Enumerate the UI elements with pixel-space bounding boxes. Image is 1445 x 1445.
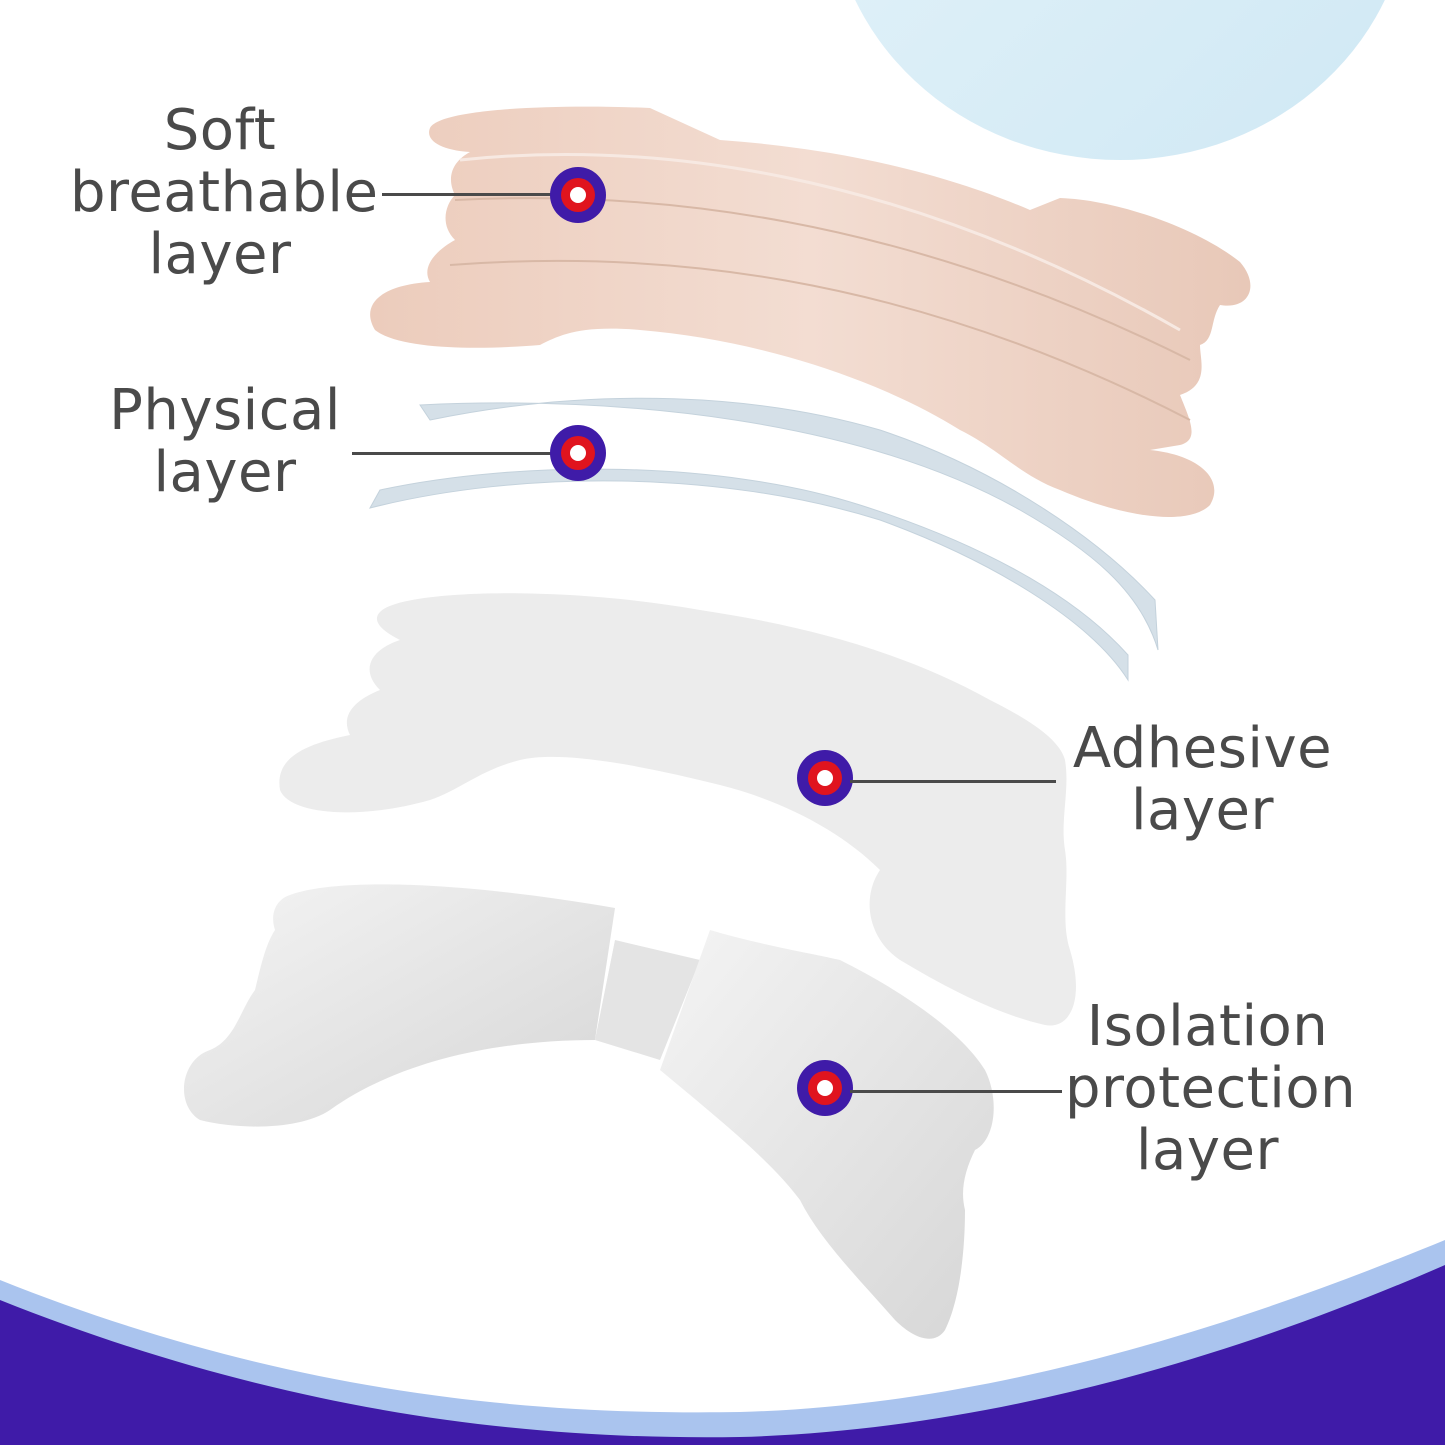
physical-layer-shape-top [419, 397, 1159, 651]
label-adhesive-layer: Adhesive layer [1072, 716, 1333, 843]
label-soft-breathable-layer: Soft breathable layer [70, 98, 379, 287]
target-marker-icon [797, 1060, 853, 1116]
isolation-layer-left [183, 884, 615, 1127]
footer-band [0, 1265, 1445, 1445]
physical-layer-shape-bottom [369, 468, 1129, 682]
isolation-layer-center [595, 940, 700, 1060]
decorative-circle [855, 0, 1385, 160]
soft-breathable-layer-shape [370, 106, 1251, 517]
leader-line-physical [352, 452, 552, 455]
target-marker-icon [550, 425, 606, 481]
isolation-layer-right [660, 930, 994, 1339]
target-marker-icon [797, 750, 853, 806]
target-marker-icon [550, 167, 606, 223]
label-physical-layer: Physical layer [109, 378, 341, 505]
label-isolation-protection-layer: Isolation protection layer [1065, 994, 1357, 1183]
leader-line-soft [382, 193, 554, 196]
leader-line-isolation [850, 1090, 1062, 1093]
adhesive-layer-shape [279, 593, 1076, 1026]
leader-line-adhesive [850, 780, 1056, 783]
